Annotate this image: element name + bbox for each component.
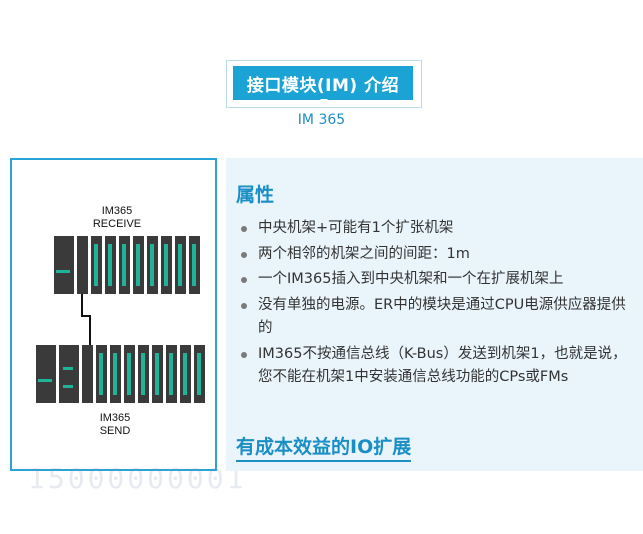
connection-cable — [81, 315, 91, 317]
rack-slot-im365 — [82, 345, 93, 403]
rack-slot-power — [36, 345, 56, 403]
send-label-line1: IM365 — [99, 412, 131, 424]
io-expansion-link[interactable]: 有成本效益的IO扩展 — [236, 432, 412, 462]
page-subtitle: IM 365 — [297, 112, 346, 128]
list-item: 两个相邻的机架之间的间距：1m — [236, 243, 631, 267]
properties-list: 中央机架+可能有1个扩张机架 两个相邻的机架之间的间距：1m 一个IM365插入… — [236, 217, 631, 392]
rack-slot — [105, 236, 116, 294]
rack-slot — [194, 345, 205, 403]
connection-cable — [89, 315, 91, 345]
send-rack — [36, 345, 205, 403]
rack-slot — [175, 236, 186, 294]
properties-title: 属性 — [236, 184, 275, 206]
rack-slot — [124, 345, 135, 403]
connection-cable — [81, 294, 83, 316]
list-item: 一个IM365插入到中央机架和一个在扩展机架上 — [236, 268, 631, 292]
receive-label-line1: IM365 — [101, 205, 133, 217]
watermark: 15000000001 — [28, 462, 247, 495]
list-item: 没有单独的电源。ER中的模块是通过CPU电源供应器提供的 — [236, 294, 631, 341]
rack-slot — [189, 236, 200, 294]
rack-slot — [91, 236, 102, 294]
send-rack-label: IM365 SEND — [80, 412, 150, 438]
rack-slot — [152, 345, 163, 403]
rack-slot — [119, 236, 130, 294]
receive-label-line2: RECEIVE — [92, 218, 142, 230]
rack-slot — [96, 345, 107, 403]
properties-panel — [226, 158, 643, 471]
rack-slot — [161, 236, 172, 294]
rack-slot-power — [54, 236, 74, 294]
rack-slot — [147, 236, 158, 294]
rack-slot-im365 — [77, 236, 88, 294]
rack-slot — [166, 345, 177, 403]
rack-slot — [138, 345, 149, 403]
rack-slot — [180, 345, 191, 403]
receive-rack — [54, 236, 200, 294]
rack-slot — [133, 236, 144, 294]
list-item: 中央机架+可能有1个扩张机架 — [236, 217, 631, 241]
banner-notch — [320, 99, 328, 103]
rack-slot — [110, 345, 121, 403]
page-title: 接口模块(IM) 介绍 — [233, 66, 413, 100]
receive-rack-label: IM365 RECEIVE — [82, 205, 152, 231]
rack-diagram-panel — [10, 158, 217, 471]
rack-slot-cpu — [59, 345, 79, 403]
list-item: IM365不按通信总线（K-Bus）发送到机架1，也就是说，您不能在机架1中安装… — [236, 343, 631, 390]
send-label-line2: SEND — [99, 425, 131, 437]
